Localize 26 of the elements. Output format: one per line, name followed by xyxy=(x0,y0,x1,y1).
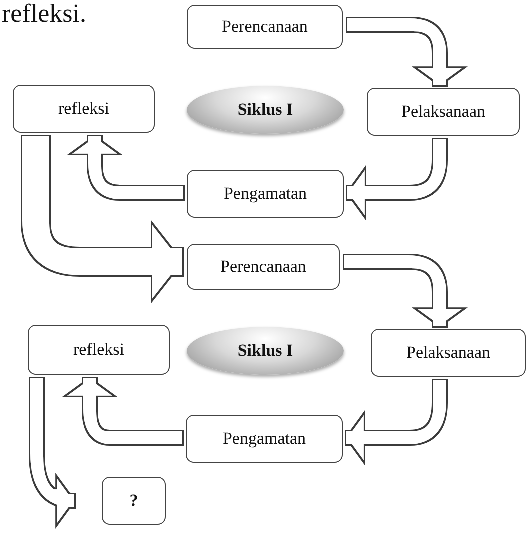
step-box xyxy=(102,477,166,525)
step-box xyxy=(187,5,343,49)
step-label: ? xyxy=(130,491,138,511)
block-arrow xyxy=(21,135,184,304)
step-label: Pelaksanaan xyxy=(406,343,491,363)
step-box xyxy=(186,415,343,463)
step-box xyxy=(371,329,526,377)
step-box xyxy=(28,325,170,375)
block-arrow xyxy=(346,17,468,87)
cut-off-text: refleksi. xyxy=(2,0,86,29)
step-label: Pelaksanaan xyxy=(401,102,486,122)
block-arrow xyxy=(62,377,184,446)
step-label: Siklus I xyxy=(238,341,294,361)
step-label: refleksi xyxy=(58,99,110,119)
step-label: Perencanaan xyxy=(220,257,306,277)
block-arrow xyxy=(343,254,468,328)
step-label: Pengamatan xyxy=(222,429,306,449)
step-box xyxy=(13,85,155,133)
step-label: Siklus I xyxy=(238,100,294,120)
step-label: Perencanaan xyxy=(222,17,308,37)
block-arrow xyxy=(67,135,185,201)
step-box xyxy=(367,88,520,136)
step-box xyxy=(187,170,344,218)
step-label: Pengamatan xyxy=(224,184,308,204)
step-label: refleksi xyxy=(74,340,124,360)
step-box xyxy=(187,244,340,290)
